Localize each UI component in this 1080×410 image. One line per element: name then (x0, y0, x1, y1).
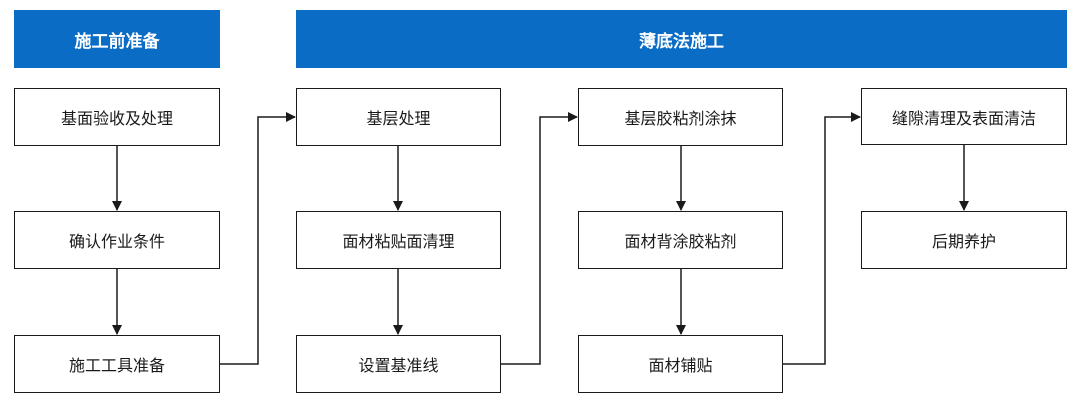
step-apply-base-adhesive: 基层胶粘剂涂抹 (578, 88, 783, 146)
connector-c1-to-c2 (220, 112, 296, 365)
connector-c2-to-c3 (501, 112, 578, 365)
step-tool-preparation: 施工工具准备 (14, 335, 220, 393)
step-confirm-conditions: 确认作业条件 (14, 211, 220, 269)
connector-c3-to-c4 (783, 112, 861, 365)
step-joint-and-surface-cleaning: 缝隙清理及表面清洁 (861, 88, 1067, 145)
step-base-inspection: 基面验收及处理 (14, 88, 220, 146)
step-curing: 后期养护 (861, 211, 1067, 269)
step-base-treatment: 基层处理 (296, 88, 501, 146)
step-surface-cleaning: 面材粘贴面清理 (296, 211, 501, 269)
step-back-buttering: 面材背涂胶粘剂 (578, 211, 783, 269)
header-thin-bed-method: 薄底法施工 (296, 10, 1067, 68)
header-pre-construction-prep: 施工前准备 (14, 10, 220, 68)
step-set-reference-line: 设置基准线 (296, 335, 501, 393)
step-tile-laying: 面材铺贴 (578, 335, 783, 393)
